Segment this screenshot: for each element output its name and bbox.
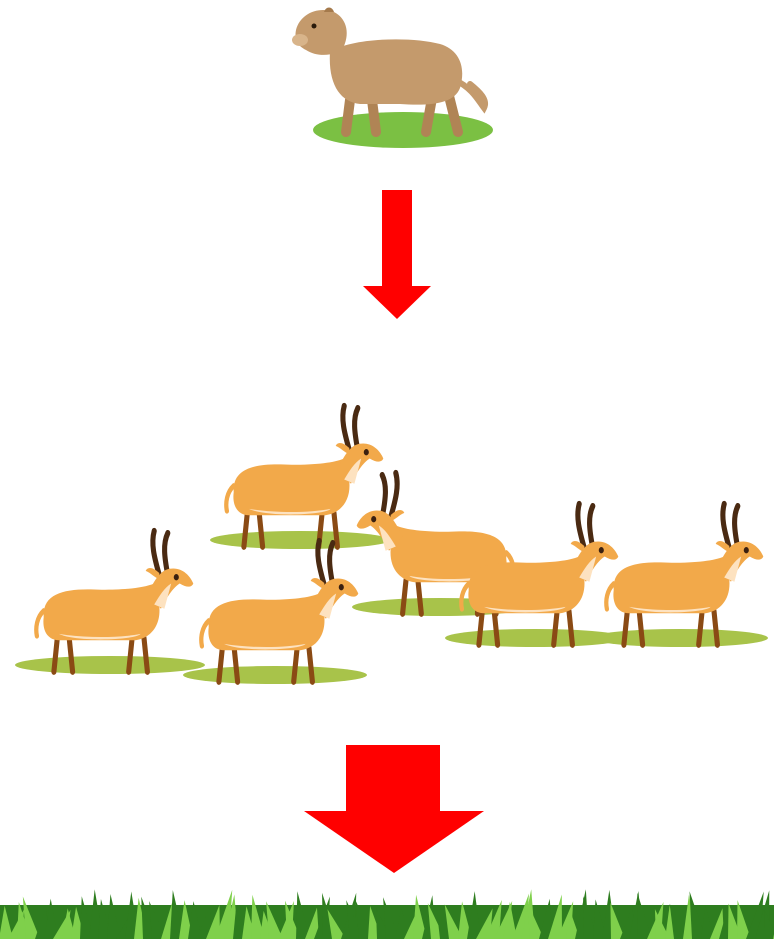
down-arrow-icon: [363, 190, 431, 319]
antelope-herd: [15, 406, 768, 684]
down-arrow-icon: [304, 745, 484, 873]
antelope-icon: [592, 504, 768, 647]
ground-patch: [183, 666, 367, 684]
antelope-icon: [183, 541, 367, 684]
lion-ground-patch: [313, 112, 493, 148]
antelope-icon: [15, 531, 205, 674]
ground-patch: [210, 531, 390, 549]
lioness-icon: [292, 8, 493, 149]
grass-icon: [0, 889, 774, 939]
ground-patch: [15, 656, 205, 674]
ground-patch: [592, 629, 768, 647]
antelope-icon: [445, 504, 625, 647]
